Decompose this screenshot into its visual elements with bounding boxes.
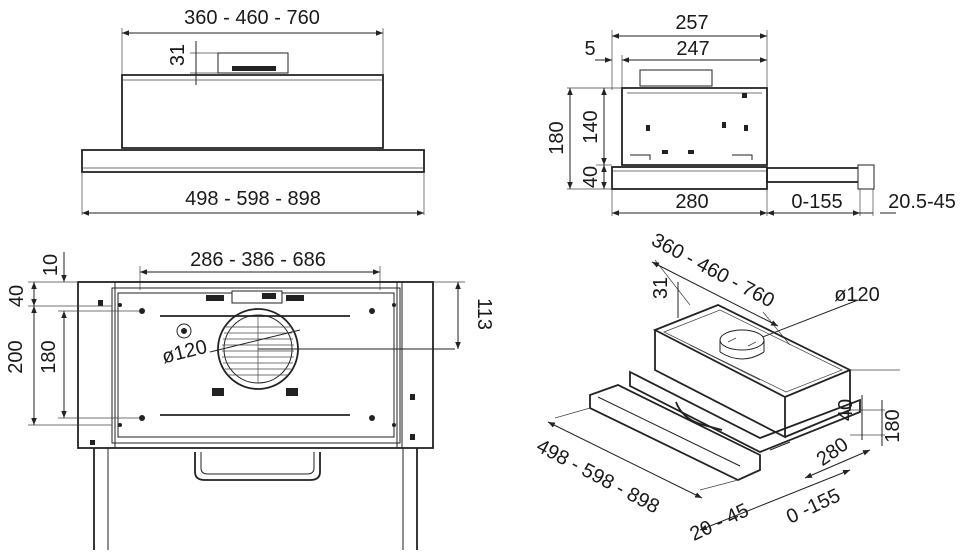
iso-outlet-diameter-label: ø120	[834, 284, 880, 306]
bottom-drawer	[93, 448, 418, 550]
bottom-outlet-diameter-label: ø120	[160, 336, 210, 368]
iso-180-label: 180	[882, 409, 904, 442]
iso-front-width-label: 498 - 598 - 898	[533, 435, 663, 518]
bottom-inner-width-label: 286 - 386 - 686	[190, 249, 326, 271]
side-base	[611, 166, 768, 190]
iso-view: 360 - 460 - 760 31 ø120 40 180	[533, 229, 904, 546]
front-hood-body	[121, 74, 384, 149]
side-height-140-label: 140	[580, 110, 602, 143]
side-handle-label: 20.5-45	[888, 191, 956, 213]
side-drawer-extension	[766, 167, 868, 183]
iso-top-width-dimension-line	[651, 261, 779, 327]
side-height-180-label: 180	[546, 121, 568, 154]
side-view: 257 247 5 180 140 40	[546, 12, 956, 216]
iso-40-label: 40	[835, 399, 857, 421]
bottom-40-label: 40	[6, 285, 28, 307]
iso-drawer	[589, 384, 761, 481]
iso-front-width-dimension-line	[547, 421, 703, 499]
side-extension-label: 0-155	[791, 191, 842, 213]
front-duct-height-label: 31	[167, 44, 189, 66]
front-top-width-label: 360 - 460 - 760	[184, 7, 320, 29]
bottom-200-label: 200	[5, 340, 27, 373]
iso-duct	[719, 329, 765, 351]
iso-extension-label: 0 -155	[783, 485, 844, 529]
iso-hood-top	[652, 304, 853, 398]
iso-280-label: 280	[813, 434, 853, 471]
front-panel	[81, 149, 425, 173]
front-bottom-width-label: 498 - 598 - 898	[185, 188, 321, 210]
side-depth-257-label: 257	[675, 12, 708, 34]
iso-31-label: 31	[650, 277, 672, 299]
front-view: 360 - 460 - 760 31 498 - 598 - 898	[81, 7, 425, 216]
bottom-view: 286 - 386 - 686	[5, 249, 495, 550]
side-offset-5-label: 5	[584, 38, 595, 60]
side-hood-body	[621, 87, 768, 166]
iso-handle-label: 20 - 45	[687, 499, 753, 545]
bottom-113-label: 113	[473, 298, 495, 330]
iso-extension-dimension-line	[699, 469, 851, 531]
bottom-10-label: 10	[40, 254, 62, 276]
bottom-handle	[194, 452, 321, 481]
side-depth-280-label: 280	[675, 191, 708, 213]
side-height-40-label: 40	[580, 166, 602, 188]
side-depth-247-label: 247	[676, 38, 709, 60]
bottom-180-label: 180	[38, 340, 60, 373]
bottom-outer-frame	[77, 281, 434, 449]
